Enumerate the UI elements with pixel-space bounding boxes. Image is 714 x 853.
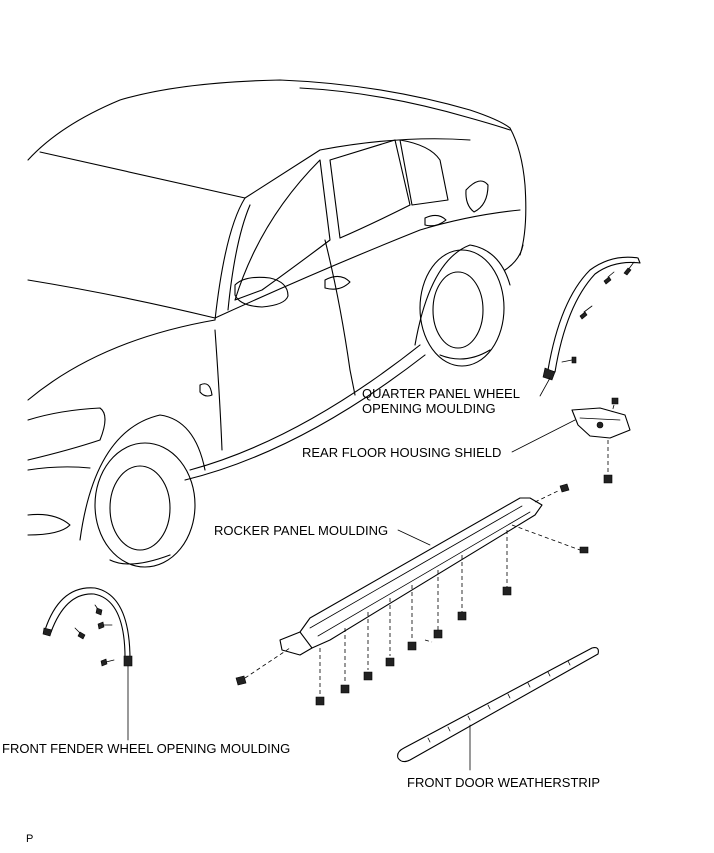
quarter-label-line1: QUARTER PANEL WHEEL [362,386,520,401]
front-door-weatherstrip-part [397,647,599,763]
front-fender-moulding-label: FRONT FENDER WHEEL OPENING MOULDING [2,741,291,756]
front-fender-moulding-part [42,587,133,667]
rear-floor-shield-label: REAR FLOOR HOUSING SHIELD [302,445,502,460]
rocker-panel-moulding-label: ROCKER PANEL MOULDING [214,523,389,538]
rocker-leader-line [397,529,431,546]
quarter-label-line2: OPENING MOULDING [362,401,496,416]
quarter-moulding-leader-line [539,377,551,397]
vehicle-illustration [27,79,527,568]
quarter-panel-moulding-part [542,256,641,381]
rocker-panel-moulding-part [235,483,589,706]
front-door-weatherstrip-label: FRONT DOOR WEATHERSTRIP [407,775,601,790]
quarter-panel-moulding-label: QUARTER PANEL WHEEL OPENING MOULDING [362,386,520,416]
rear-floor-leader-line [511,419,576,453]
rear-floor-housing-shield-part [571,397,631,484]
corner-mark: P [26,833,34,845]
